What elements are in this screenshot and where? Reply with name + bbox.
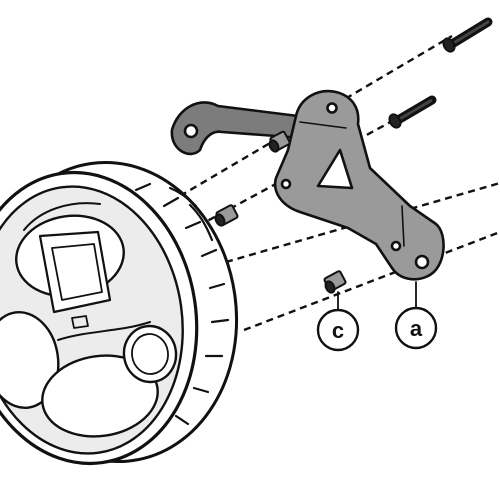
bolt-top-head xyxy=(442,37,456,53)
headlamp-led-module xyxy=(38,230,112,314)
headlamp-ribs xyxy=(134,182,230,426)
bracket-bend-line xyxy=(299,121,405,247)
callout-c-circle xyxy=(316,308,360,352)
spacer-nut-middle-face xyxy=(214,213,226,227)
headlamp xyxy=(0,160,239,466)
bolt-lower xyxy=(388,95,437,129)
callout-leaders xyxy=(337,281,417,311)
bracket-flange-hole xyxy=(183,123,199,139)
spacer-nut-lower xyxy=(323,270,347,294)
bracket-hole-top xyxy=(326,102,338,114)
spacer-nut-upper xyxy=(268,130,291,153)
headlamp-reflector-right-inner xyxy=(131,333,169,375)
callout-c: c xyxy=(316,308,360,352)
bracket-hole-foot xyxy=(414,254,430,270)
bracket-hole-low xyxy=(390,240,402,252)
callout-c-label: c xyxy=(332,318,344,343)
spacer-nut-middle xyxy=(214,204,239,227)
mounting-bracket xyxy=(170,89,445,281)
spacer-nut-lower-face xyxy=(324,280,336,294)
headlamp-reflector-left xyxy=(0,311,60,409)
bracket-flange xyxy=(170,101,332,156)
headlamp-divider xyxy=(23,202,151,341)
callout-a-label: a xyxy=(410,316,423,341)
bolt-lower-head xyxy=(388,113,402,129)
bracket-hole-mid xyxy=(280,178,292,190)
headlamp-reflector-bottom xyxy=(41,354,159,438)
callout-a: a xyxy=(394,306,438,350)
callout-a-circle xyxy=(394,306,438,350)
guide-line-lower xyxy=(243,230,500,332)
bolt-lower-thread xyxy=(396,98,434,122)
bolt-top-thread xyxy=(450,20,490,46)
bolt-top xyxy=(442,17,493,53)
spacer-nut-upper-face xyxy=(268,139,280,153)
bracket-main-plate xyxy=(273,89,445,281)
headlamp-led-module-inner xyxy=(51,243,103,329)
bracket-window xyxy=(316,148,354,190)
